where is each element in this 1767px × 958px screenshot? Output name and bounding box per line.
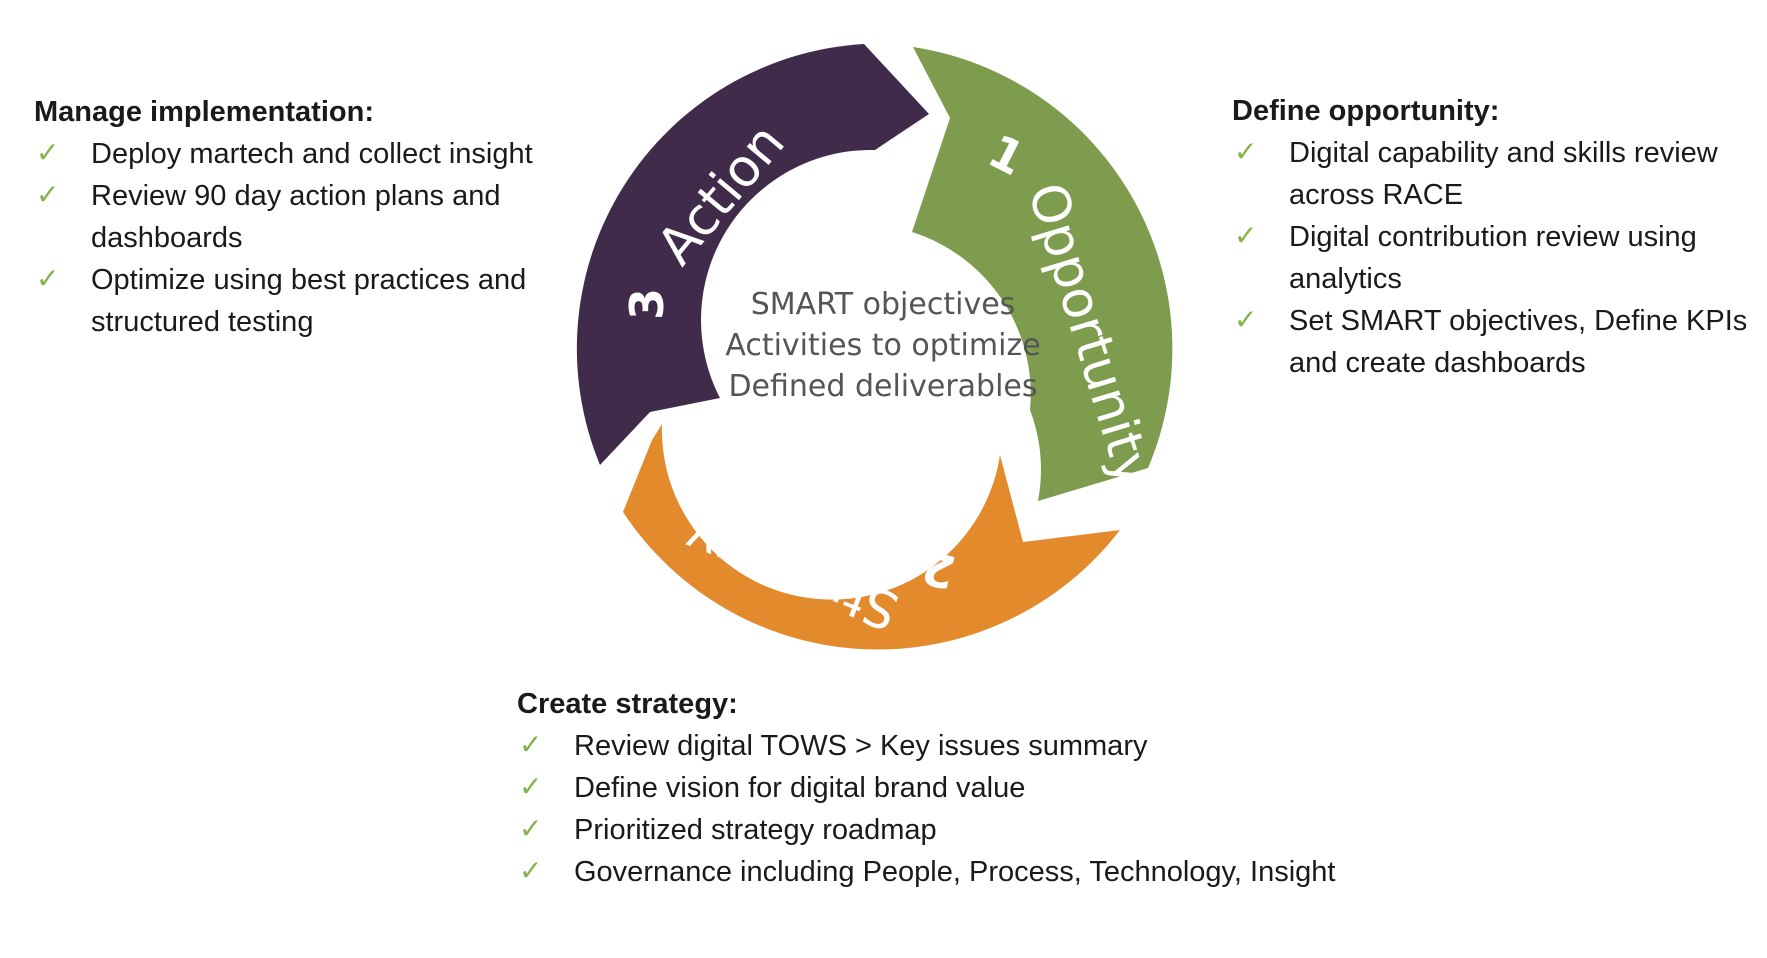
- manage-implementation-title: Manage implementation:: [34, 96, 374, 128]
- check-icon: ✓: [36, 263, 60, 294]
- list-item: ✓ Digital capability and skills review a…: [1232, 132, 1752, 216]
- list-item: ✓ Review digital TOWS > Key issues summa…: [517, 725, 1477, 767]
- list-item-text: Review digital TOWS > Key issues summary: [574, 730, 1148, 762]
- create-strategy-title: Create strategy:: [517, 688, 738, 720]
- list-item-text: Digital contribution review using analyt…: [1289, 221, 1697, 295]
- segment-action-arrow: [576, 44, 929, 465]
- list-item: ✓ Review 90 day action plans and dashboa…: [34, 175, 594, 259]
- define-opportunity-title: Define opportunity:: [1232, 95, 1500, 127]
- define-opportunity-panel: Define opportunity: ✓ Digital capability…: [1232, 90, 1752, 384]
- list-item: ✓ Define vision for digital brand value: [517, 767, 1477, 809]
- list-item: ✓ Optimize using best practices and stru…: [34, 259, 594, 343]
- center-line-3: Defined deliverables: [728, 369, 1037, 404]
- check-icon: ✓: [519, 729, 543, 760]
- list-item-text: Optimize using best practices and struct…: [91, 264, 527, 338]
- list-item-text: Define vision for digital brand value: [574, 772, 1026, 804]
- check-icon: ✓: [519, 813, 543, 844]
- segment-action-number: 3: [620, 288, 674, 320]
- center-line-2: Activities to optimize: [725, 328, 1040, 363]
- list-item-text: Set SMART objectives, Define KPIs and cr…: [1289, 305, 1748, 379]
- check-icon: ✓: [1234, 136, 1258, 167]
- list-item-text: Digital capability and skills review acr…: [1289, 137, 1718, 211]
- list-item: ✓ Set SMART objectives, Define KPIs and …: [1232, 300, 1752, 384]
- check-icon: ✓: [36, 179, 60, 210]
- manage-implementation-panel: Manage implementation: ✓ Deploy martech …: [34, 91, 594, 343]
- list-item: ✓ Prioritized strategy roadmap: [517, 809, 1477, 851]
- center-line-1: SMART objectives: [751, 287, 1016, 322]
- define-opportunity-list: ✓ Digital capability and skills review a…: [1232, 132, 1752, 384]
- check-icon: ✓: [519, 855, 543, 886]
- list-item-text: Governance including People, Process, Te…: [574, 856, 1336, 888]
- check-icon: ✓: [519, 771, 543, 802]
- create-strategy-panel: Create strategy: ✓ Review digital TOWS >…: [517, 683, 1477, 893]
- list-item: ✓ Digital contribution review using anal…: [1232, 216, 1752, 300]
- segment-opportunity-arrow: [912, 47, 1173, 501]
- segment-strategy-arrow: [623, 424, 1120, 650]
- list-item: ✓ Deploy martech and collect insight: [34, 133, 594, 175]
- list-item-text: Review 90 day action plans and dashboard…: [91, 180, 501, 254]
- check-icon: ✓: [1234, 220, 1258, 251]
- manage-implementation-list: ✓ Deploy martech and collect insight ✓ R…: [34, 133, 594, 343]
- list-item: ✓ Governance including People, Process, …: [517, 851, 1477, 893]
- check-icon: ✓: [1234, 304, 1258, 335]
- create-strategy-list: ✓ Review digital TOWS > Key issues summa…: [517, 725, 1477, 893]
- check-icon: ✓: [36, 137, 60, 168]
- list-item-text: Prioritized strategy roadmap: [574, 814, 937, 846]
- list-item-text: Deploy martech and collect insight: [91, 138, 533, 170]
